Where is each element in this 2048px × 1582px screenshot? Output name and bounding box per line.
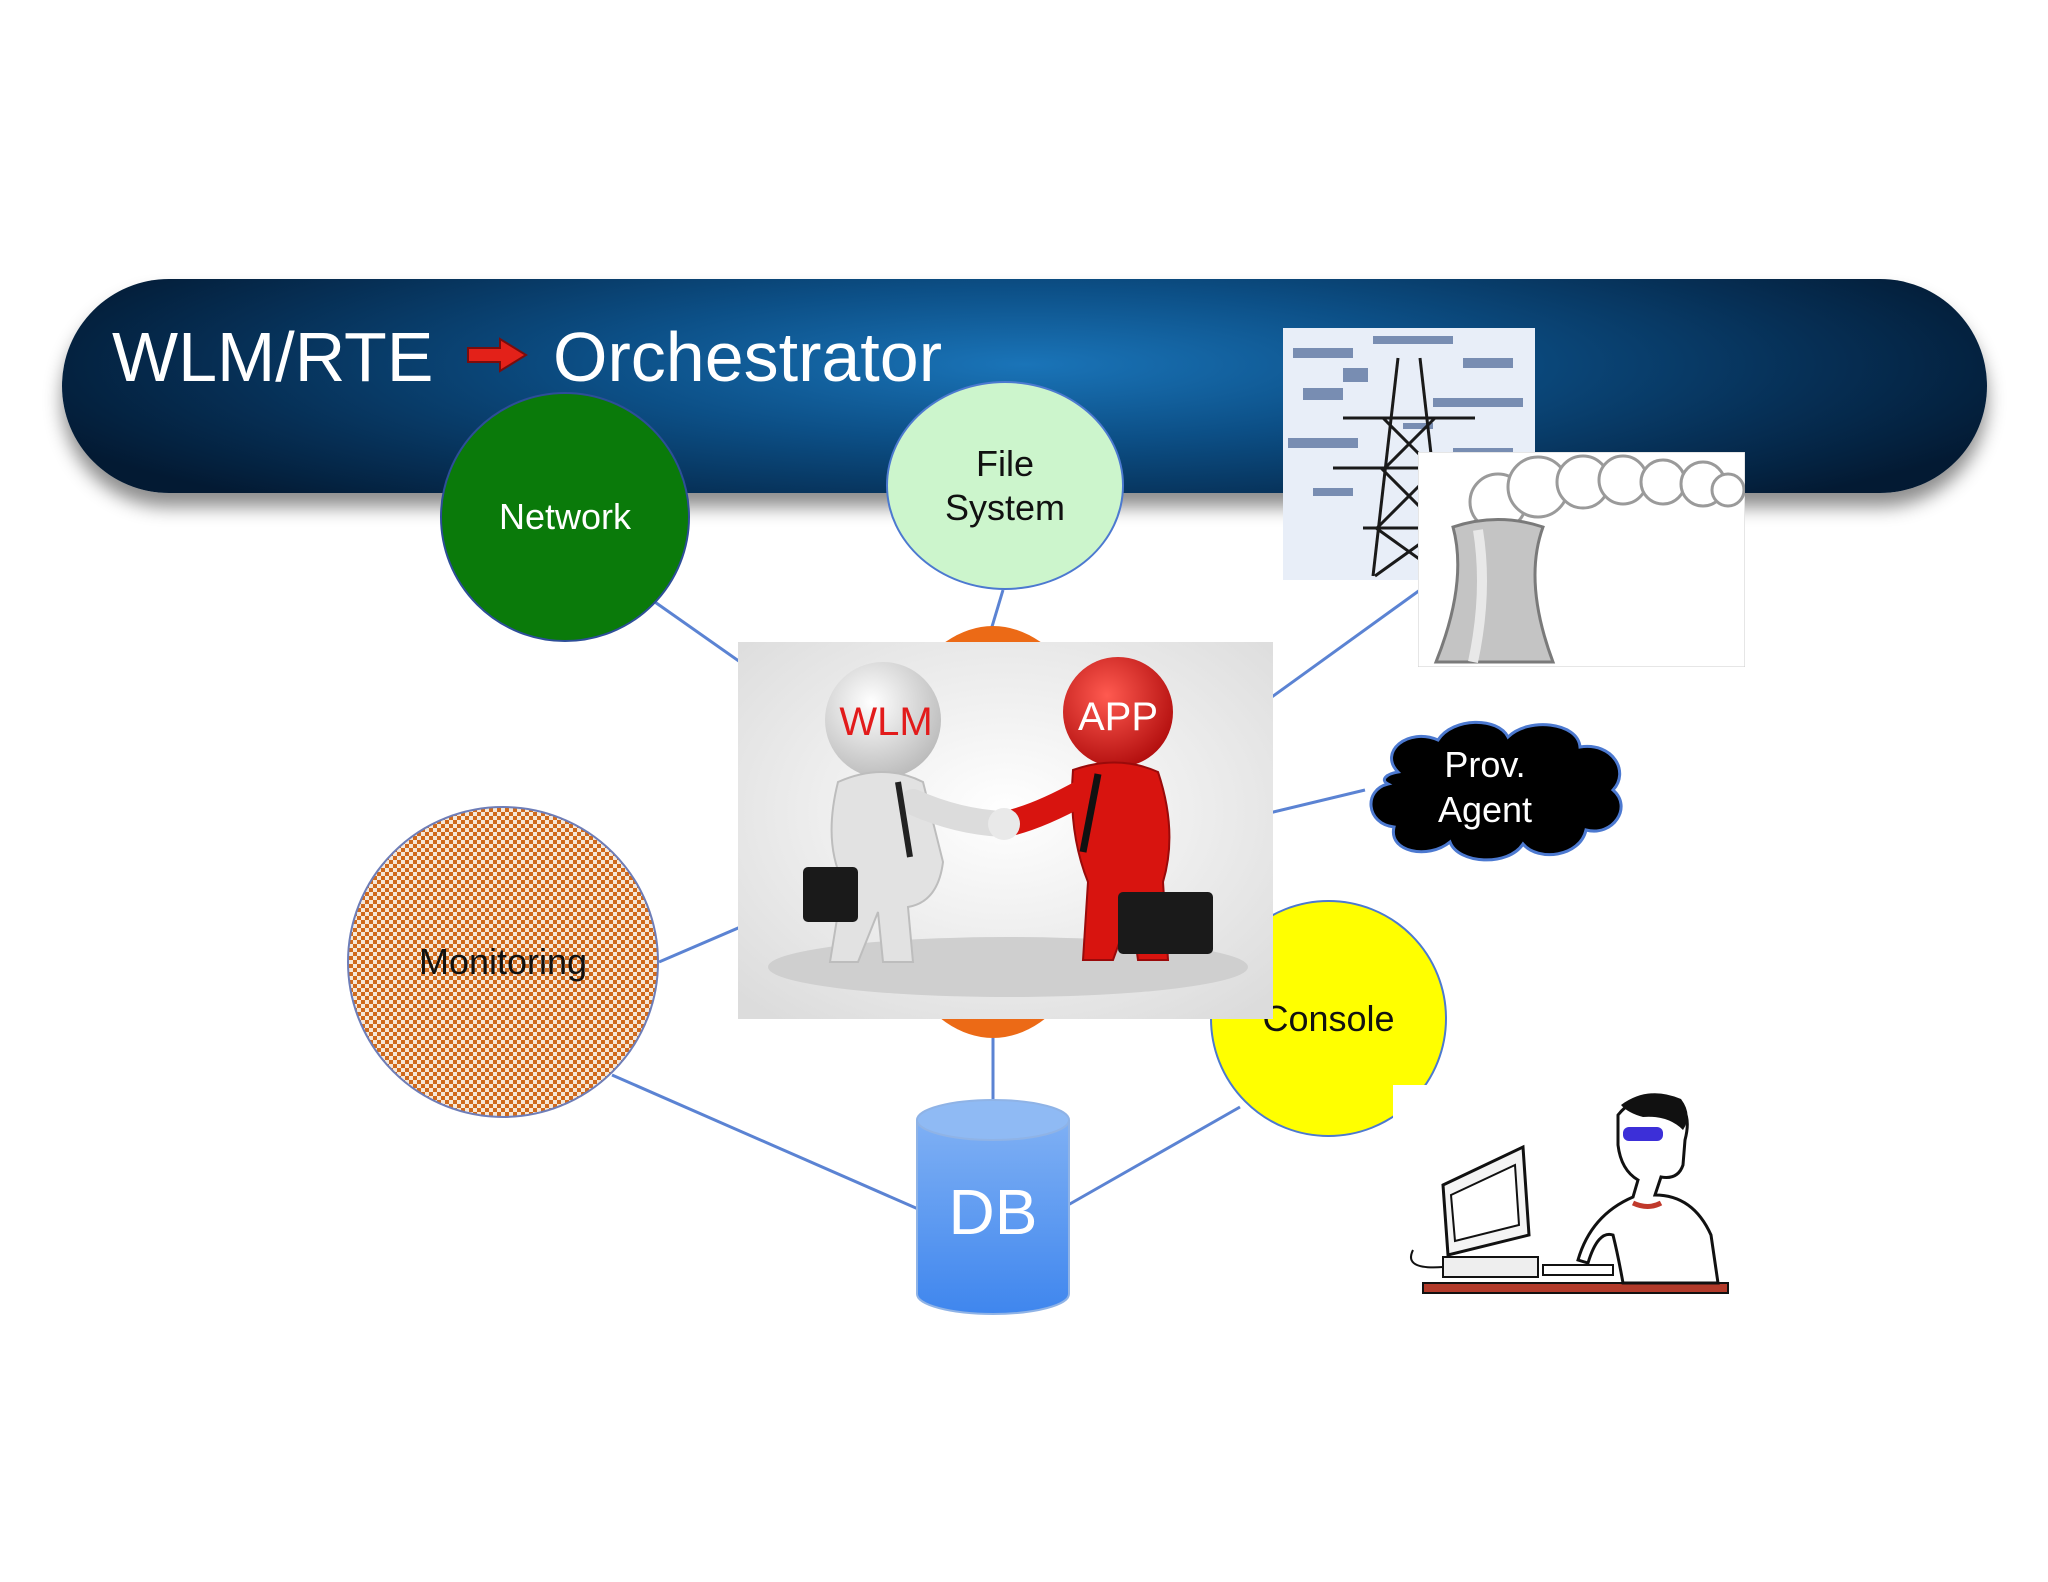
file-system-label-line1: File	[975, 443, 1034, 485]
handshake-figures-icon	[738, 642, 1273, 1019]
prov-agent-label-line2: Agent	[1437, 789, 1533, 830]
console-label: Console	[1262, 997, 1395, 1039]
prov-agent-label-line1: Prov.	[1444, 744, 1526, 785]
prov-agent-label: Prov. Agent	[1375, 742, 1595, 832]
network-label: Network	[498, 496, 632, 538]
app-figure-label: APP	[1077, 695, 1159, 739]
red-right-arrow-icon	[467, 337, 528, 373]
banner-title-wlm-rte: WLM/RTE	[112, 318, 434, 396]
monitoring-node: Monitoring	[347, 806, 659, 1118]
link-monitoring-db	[611, 1073, 926, 1214]
operator-at-computer-icon	[1393, 1085, 1733, 1300]
file-system-node: File System	[886, 381, 1124, 590]
prov-agent-cloud-icon	[1369, 720, 1623, 862]
file-system-label-line2: System	[944, 486, 1066, 528]
database-cylinder-icon	[916, 1099, 1070, 1315]
cooling-tower-icon	[1418, 452, 1745, 667]
banner-title-orchestrator: Orchestrator	[553, 318, 942, 396]
network-node: Network	[440, 392, 690, 642]
wlm-figure-label: WLM	[839, 700, 933, 744]
db-label: DB	[948, 1176, 1038, 1248]
monitoring-label: Monitoring	[418, 941, 588, 983]
link-console-db	[1067, 1105, 1241, 1207]
